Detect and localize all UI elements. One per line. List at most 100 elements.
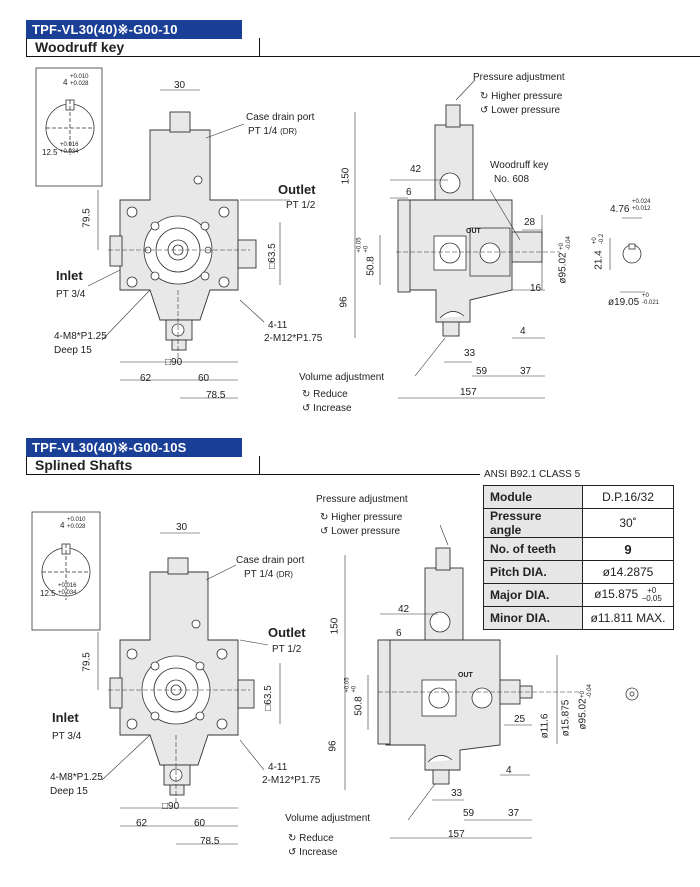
dim-30-2: 30 — [176, 522, 188, 533]
dim-78-5-2: 78.5 — [200, 836, 220, 847]
dim-4: 4 — [520, 326, 526, 337]
through-thread-label: 2-M12*P1.75 — [264, 333, 323, 344]
deep-label-2: Deep 15 — [50, 786, 88, 797]
case-drain-thread-2: PT 1/4 (DR) — [244, 569, 293, 580]
dim-19-05: ø19.05 — [608, 297, 640, 308]
section-1-drawing — [35, 67, 645, 399]
section-1-subtitle: Woodruff key — [26, 38, 260, 57]
ccw-arrow-icon: ↺ — [302, 403, 311, 414]
outlet-thread-2: PT 1/2 — [272, 644, 302, 655]
dim-90-2: □90 — [162, 801, 180, 812]
ccw-arrow-icon: ↺ — [288, 847, 297, 858]
section-2-subtitle: Splined Shafts — [26, 456, 260, 475]
volume-adjustment-label: Volume adjustment — [299, 372, 385, 383]
case-drain-port-label: Case drain port — [246, 112, 315, 123]
key-width-tol: +0.010+0.028 — [70, 74, 89, 87]
dim-63-5-2: □63.5 — [262, 685, 274, 711]
inlet-thread-2: PT 3/4 — [52, 731, 82, 742]
dim-150-2: 150 — [329, 617, 341, 635]
deep-label: Deep 15 — [54, 345, 92, 356]
ccw-arrow-icon: ↺ — [480, 105, 489, 116]
dim-37-2: 37 — [508, 808, 520, 819]
dim-59-2: 59 — [463, 808, 475, 819]
key-depth-label: 12.5 — [42, 148, 58, 157]
out-label-1: OUT — [466, 228, 481, 235]
out-label-2: OUT — [458, 672, 473, 679]
volume-adjustment-label-2: Volume adjustment — [285, 813, 371, 824]
reduce-label-2: ↻ Reduce — [288, 833, 334, 844]
dim-95-tol-2: +0-0.04 — [579, 684, 593, 698]
cw-arrow-icon: ↻ — [302, 389, 311, 400]
woodruff-no-label: No. 608 — [494, 174, 530, 185]
section-2-title: TPF-VL30(40)※-G00-10S — [26, 438, 242, 457]
table-row: Major DIA.ø15.875 +0−0.05 — [483, 583, 674, 607]
case-drain-thread: PT 1/4 (DR) — [248, 126, 297, 137]
key-depth-label-2: 12.5 — [40, 589, 56, 598]
increase-label: ↺ Increase — [302, 403, 352, 414]
inlet-label: Inlet — [56, 268, 83, 283]
dim-33-2: 33 — [451, 788, 463, 799]
mount-holes-label: 4-M8*P1.25 — [54, 331, 107, 342]
outlet-label-2: Outlet — [268, 625, 306, 640]
lower-pressure-label-2: ↺ Lower pressure — [320, 526, 401, 537]
through-holes-label: 4-11 — [268, 320, 288, 331]
cw-arrow-icon: ↻ — [320, 512, 329, 523]
cw-arrow-icon: ↻ — [288, 833, 297, 844]
dim-78-5: 78.5 — [206, 390, 226, 401]
outlet-label: Outlet — [278, 182, 316, 197]
dim-50-8-tol-2: +0.05+0 — [344, 677, 358, 693]
dim-60-2: 60 — [194, 818, 206, 829]
dim-79-5-2: 79.5 — [81, 652, 93, 672]
dim-95-2: ø95.02 — [577, 698, 589, 730]
key-width-label: 4 — [63, 78, 68, 87]
dim-6-2: 6 — [396, 628, 402, 639]
dim-4-76-tol: +0.024+0.012 — [632, 199, 651, 212]
dim-28: 28 — [524, 217, 536, 228]
woodruff-key-label: Woodruff key — [490, 160, 549, 171]
case-drain-port-label-2: Case drain port — [236, 555, 305, 566]
dim-25: 25 — [514, 714, 526, 725]
table-row: Minor DIA.ø11.811 MAX. — [483, 606, 674, 630]
higher-pressure-label-2: ↻ Higher pressure — [320, 512, 403, 523]
ccw-arrow-icon: ↺ — [320, 526, 329, 537]
increase-label-2: ↺ Increase — [288, 847, 338, 858]
dim-50-8-2: 50.8 — [353, 696, 365, 716]
dim-37: 37 — [520, 366, 532, 377]
dim-19-05-tol: +0-0.021 — [642, 293, 660, 306]
dim-157: 157 — [460, 387, 477, 398]
key-depth-tol-2: +0.016+0.034 — [58, 583, 77, 596]
table-row: Pitch DIA.ø14.2875 — [483, 560, 674, 584]
dim-33: 33 — [464, 348, 476, 359]
dim-60: 60 — [198, 373, 210, 384]
pressure-adjustment-label-2: Pressure adjustment — [316, 494, 408, 505]
dim-42: 42 — [410, 164, 422, 175]
dim-62: 62 — [140, 373, 152, 384]
dim-15-875: ø15.875 — [560, 699, 572, 737]
higher-pressure-label: ↻ Higher pressure — [480, 91, 563, 102]
dim-90: □90 — [165, 357, 183, 368]
key-width-label-2: 4 — [60, 521, 65, 530]
section-1-rule — [244, 56, 700, 57]
section-1-title: TPF-VL30(40)※-G00-10 — [26, 20, 242, 39]
dim-62-2: 62 — [136, 818, 148, 829]
mount-holes-label-2: 4-M8*P1.25 — [50, 772, 103, 783]
dim-4-76: 4.76 — [610, 204, 630, 215]
dim-4-2: 4 — [506, 765, 512, 776]
dim-30: 30 — [174, 80, 186, 91]
outlet-thread: PT 1/2 — [286, 200, 316, 211]
section-2-rule — [244, 474, 480, 475]
reduce-label: ↻ Reduce — [302, 389, 348, 400]
dim-157-2: 157 — [448, 829, 465, 840]
spline-table-caption: ANSI B92.1 CLASS 5 — [484, 469, 581, 480]
dim-42-2: 42 — [398, 604, 410, 615]
inlet-thread: PT 3/4 — [56, 289, 86, 300]
dim-96-2: 96 — [327, 740, 339, 752]
dim-16: 16 — [530, 283, 542, 294]
dim-11-6: ø11.6 — [539, 713, 551, 739]
through-thread-label-2: 2-M12*P1.75 — [262, 775, 321, 786]
